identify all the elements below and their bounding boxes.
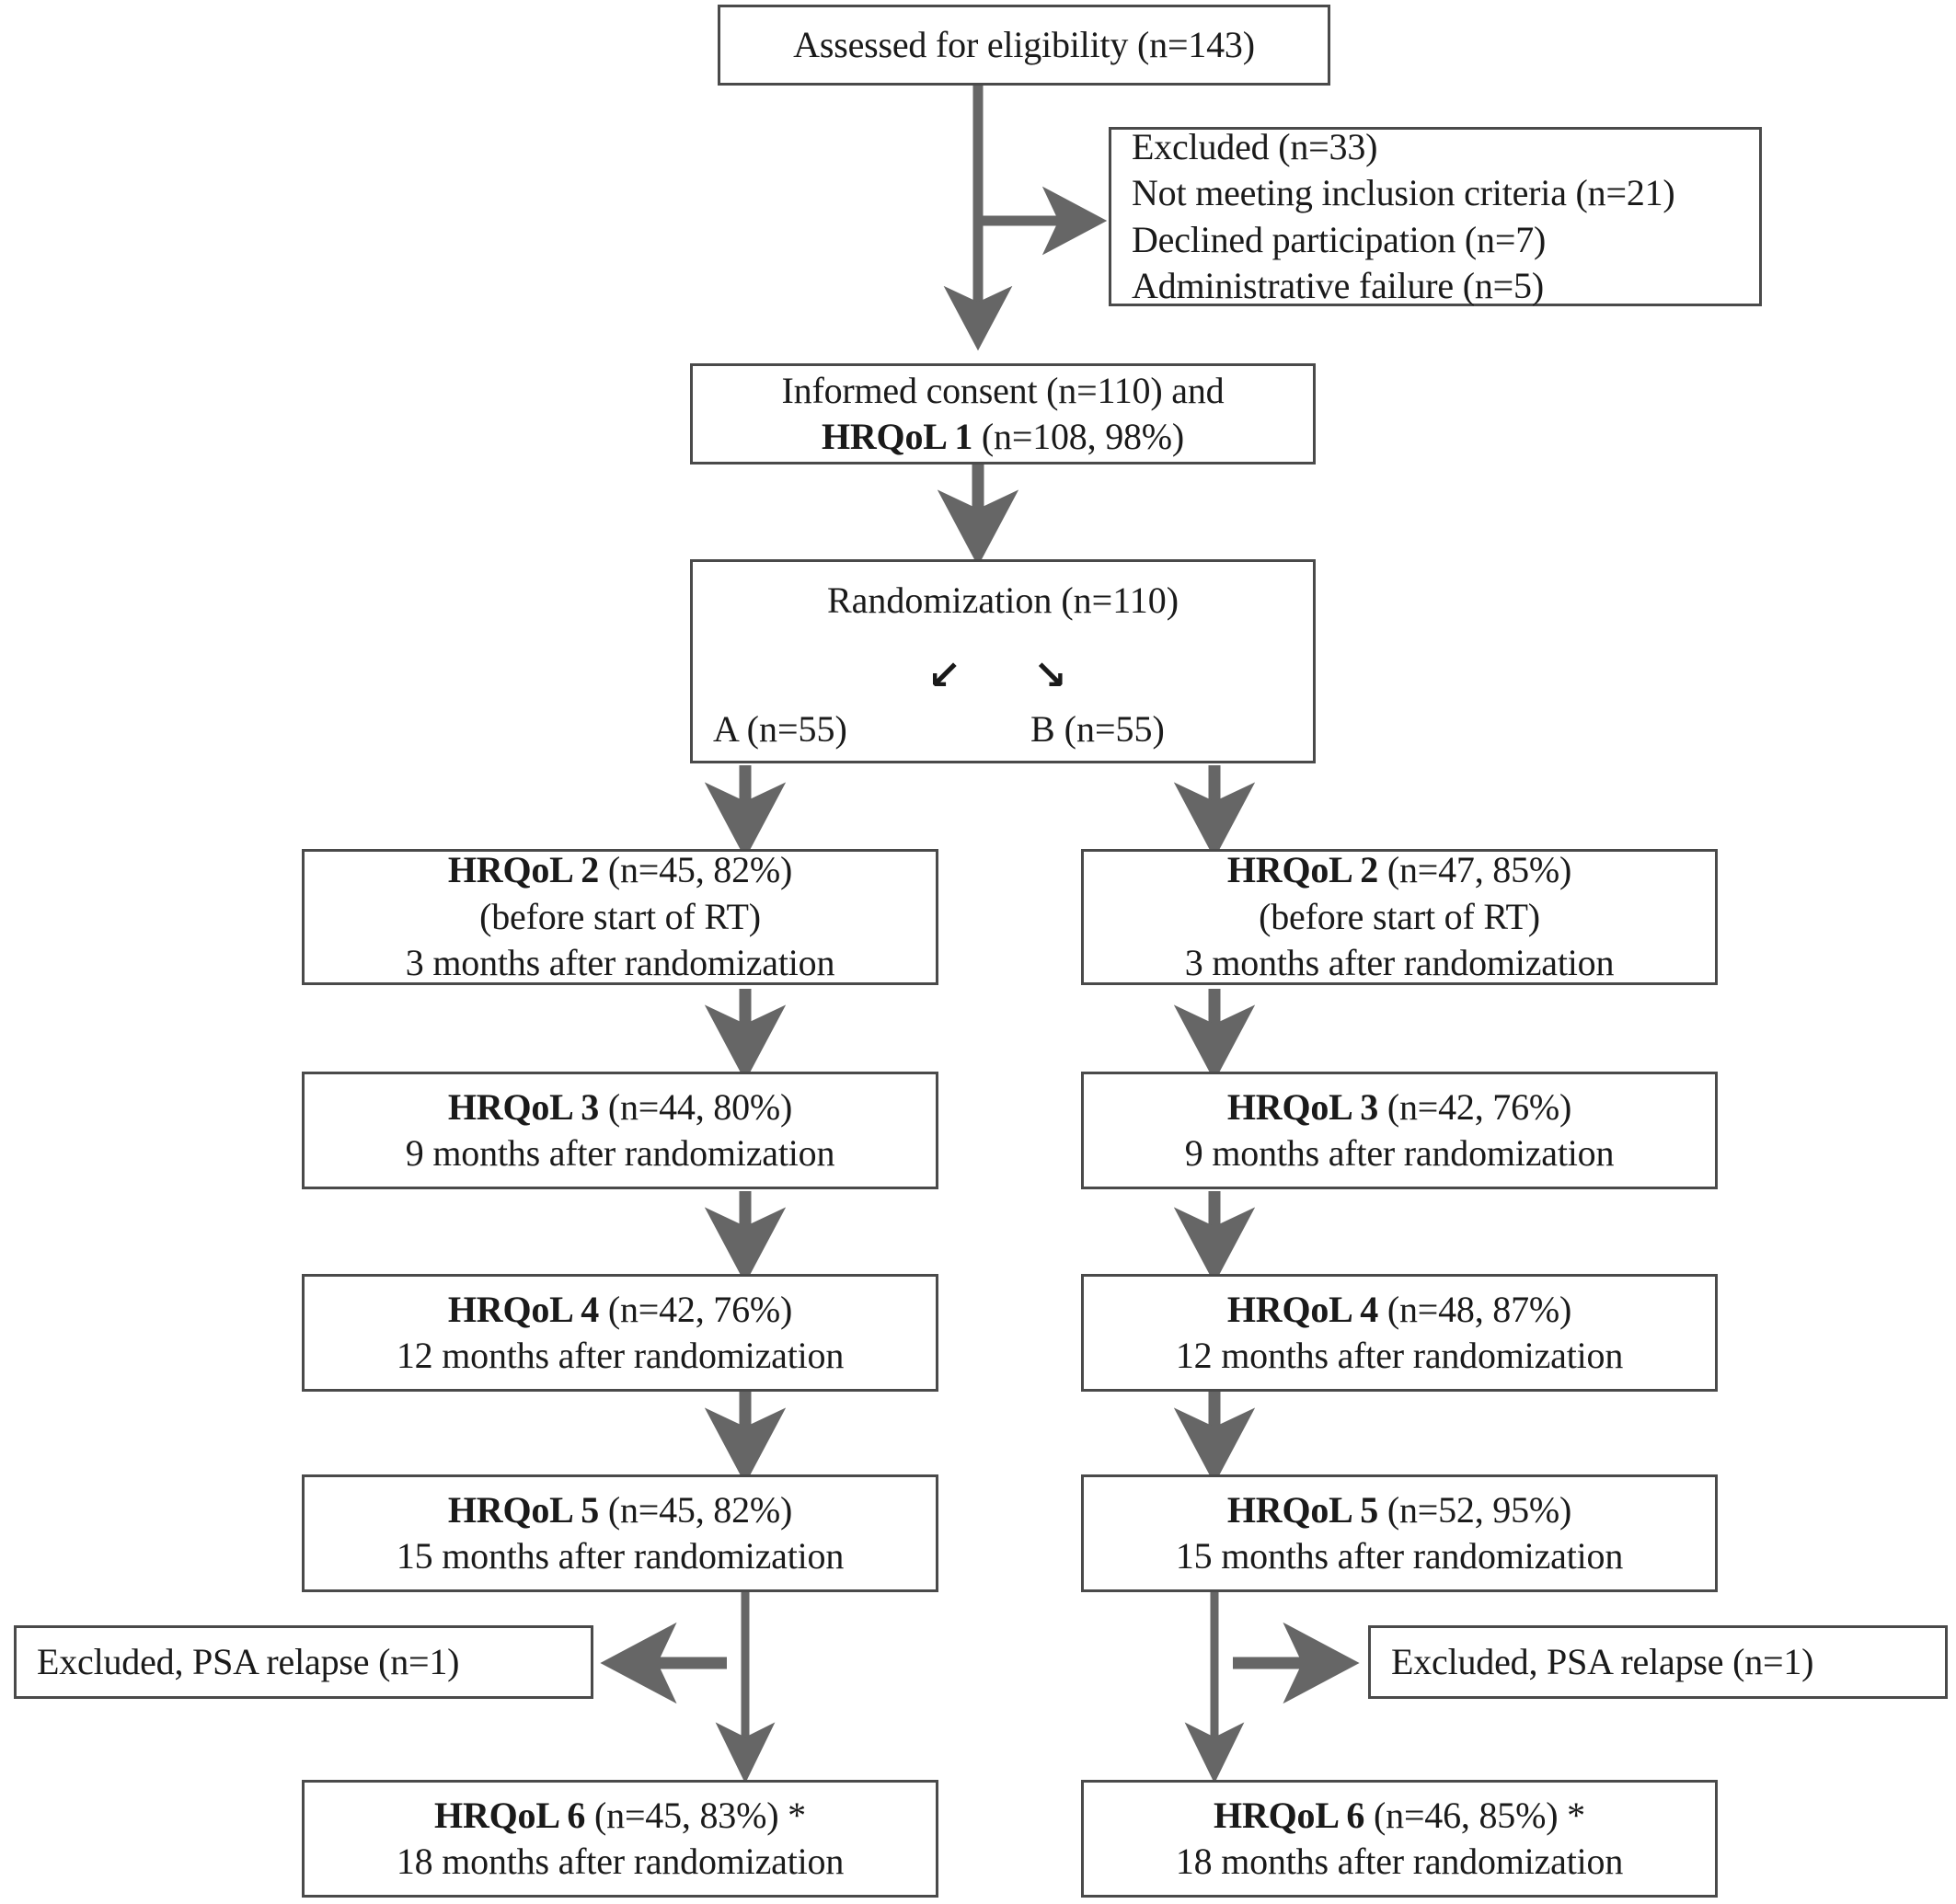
excluded-line-3: Declined participation (n=7): [1132, 218, 1547, 260]
arm-a-hrqol5-line-1: HRQoL 5 (n=45, 82%): [447, 1487, 793, 1533]
arm-b-hrqol5-label: HRQoL 5: [1226, 1488, 1379, 1531]
arm-b-hrqol2-label: HRQoL 2: [1226, 849, 1379, 891]
arm-a-hrqol6-line-1: HRQoL 6 (n=45, 83%) *: [434, 1793, 806, 1839]
box-randomization: Randomization (n=110) ↙ ↘ A (n=55) B (n=…: [690, 559, 1316, 763]
arm-a-hrqol6-counts: (n=45, 83%) *: [585, 1794, 806, 1836]
consent-hrqol-label: HRQoL 1: [821, 416, 973, 457]
arm-a-hrqol5-timepoint: 15 months after randomization: [396, 1535, 845, 1577]
arrow-down-right-icon: ↘: [1033, 652, 1067, 699]
arm-b-hrqol2-line-1: HRQoL 2 (n=47, 85%): [1226, 847, 1572, 893]
arm-a-hrqol2-timepoint: 3 months after randomization: [405, 942, 835, 984]
consent-line-2: HRQoL 1 (n=108, 98%): [822, 414, 1184, 460]
randomization-arm-a-label: A (n=55): [713, 708, 847, 750]
excluded-line-2: Not meeting inclusion criteria (n=21): [1132, 172, 1675, 214]
arrow-down-left-icon: ↙: [927, 652, 961, 699]
consent-hrqol-counts: (n=108, 98%): [972, 416, 1185, 457]
box-arm-a-psa-relapse: Excluded, PSA relapse (n=1): [14, 1625, 593, 1699]
arm-b-hrqol2-note: (before start of RT): [1259, 895, 1540, 937]
excluded-line-4: Administrative failure (n=5): [1132, 264, 1544, 306]
arm-a-hrqol3-timepoint: 9 months after randomization: [405, 1132, 835, 1174]
arm-b-hrqol6-label: HRQoL 6: [1214, 1794, 1365, 1836]
arm-b-hrqol5-line-1: HRQoL 5 (n=52, 95%): [1226, 1487, 1572, 1533]
arm-b-hrqol3-label: HRQoL 3: [1226, 1085, 1379, 1128]
box-arm-b-hrqol-2: HRQoL 2 (n=47, 85%) (before start of RT)…: [1081, 849, 1718, 985]
box-arm-a-hrqol-4: HRQoL 4 (n=42, 76%) 12 months after rand…: [302, 1274, 938, 1392]
eligibility-text: Assessed for eligibility (n=143): [793, 23, 1255, 65]
arm-a-hrqol2-label: HRQoL 2: [447, 849, 600, 891]
box-informed-consent: Informed consent (n=110) and HRQoL 1 (n=…: [690, 363, 1316, 465]
arm-a-hrqol4-timepoint: 12 months after randomization: [396, 1335, 845, 1376]
box-arm-a-hrqol-6: HRQoL 6 (n=45, 83%) * 18 months after ra…: [302, 1780, 938, 1898]
arm-a-hrqol3-counts: (n=44, 80%): [599, 1085, 793, 1128]
arm-b-psa-relapse-text: Excluded, PSA relapse (n=1): [1391, 1640, 1814, 1682]
arm-a-hrqol6-timepoint: 18 months after randomization: [396, 1841, 845, 1882]
arm-b-hrqol2-timepoint: 3 months after randomization: [1184, 942, 1615, 984]
arm-a-hrqol5-label: HRQoL 5: [447, 1488, 600, 1531]
arm-b-hrqol4-line-1: HRQoL 4 (n=48, 87%): [1226, 1287, 1572, 1333]
randomization-arm-b-label: B (n=55): [1030, 708, 1165, 750]
box-arm-a-hrqol-5: HRQoL 5 (n=45, 82%) 15 months after rand…: [302, 1474, 938, 1592]
excluded-line-1: Excluded (n=33): [1132, 125, 1378, 167]
arm-b-hrqol4-timepoint: 12 months after randomization: [1175, 1335, 1624, 1376]
arm-b-hrqol6-counts: (n=46, 85%) *: [1364, 1794, 1585, 1836]
arm-b-hrqol3-timepoint: 9 months after randomization: [1184, 1132, 1615, 1174]
arm-a-hrqol2-note: (before start of RT): [479, 895, 761, 937]
randomization-title: Randomization (n=110): [826, 579, 1179, 621]
arm-a-hrqol2-line-1: HRQoL 2 (n=45, 82%): [447, 847, 793, 893]
arm-a-hrqol4-line-1: HRQoL 4 (n=42, 76%): [447, 1287, 793, 1333]
box-arm-b-psa-relapse: Excluded, PSA relapse (n=1): [1368, 1625, 1948, 1699]
arm-b-hrqol4-label: HRQoL 4: [1226, 1288, 1379, 1330]
arm-b-hrqol6-timepoint: 18 months after randomization: [1175, 1841, 1624, 1882]
arm-b-hrqol5-timepoint: 15 months after randomization: [1175, 1535, 1624, 1577]
arm-b-hrqol3-counts: (n=42, 76%): [1378, 1085, 1572, 1128]
arm-b-hrqol5-counts: (n=52, 95%): [1378, 1488, 1572, 1531]
arm-b-hrqol4-counts: (n=48, 87%): [1378, 1288, 1572, 1330]
arm-a-hrqol4-label: HRQoL 4: [447, 1288, 600, 1330]
box-arm-b-hrqol-5: HRQoL 5 (n=52, 95%) 15 months after rand…: [1081, 1474, 1718, 1592]
arm-a-psa-relapse-text: Excluded, PSA relapse (n=1): [37, 1640, 460, 1682]
box-excluded: Excluded (n=33) Not meeting inclusion cr…: [1109, 125, 1762, 306]
box-arm-b-hrqol-6: HRQoL 6 (n=46, 85%) * 18 months after ra…: [1081, 1780, 1718, 1898]
arm-a-hrqol2-counts: (n=45, 82%): [599, 849, 793, 891]
box-assessed-for-eligibility: Assessed for eligibility (n=143): [718, 5, 1330, 86]
box-arm-b-hrqol-3: HRQoL 3 (n=42, 76%) 9 months after rando…: [1081, 1072, 1718, 1189]
box-arm-a-hrqol-3: HRQoL 3 (n=44, 80%) 9 months after rando…: [302, 1072, 938, 1189]
consent-line-1: Informed consent (n=110) and: [781, 369, 1225, 411]
arm-a-hrqol3-label: HRQoL 3: [447, 1085, 600, 1128]
arm-a-hrqol4-counts: (n=42, 76%): [599, 1288, 793, 1330]
arm-b-hrqol6-line-1: HRQoL 6 (n=46, 85%) *: [1214, 1793, 1585, 1839]
box-arm-a-hrqol-2: HRQoL 2 (n=45, 82%) (before start of RT)…: [302, 849, 938, 985]
arm-a-hrqol6-label: HRQoL 6: [434, 1794, 586, 1836]
arm-a-hrqol3-line-1: HRQoL 3 (n=44, 80%): [447, 1084, 793, 1130]
arm-a-hrqol5-counts: (n=45, 82%): [599, 1488, 793, 1531]
box-arm-b-hrqol-4: HRQoL 4 (n=48, 87%) 12 months after rand…: [1081, 1274, 1718, 1392]
arm-b-hrqol3-line-1: HRQoL 3 (n=42, 76%): [1226, 1084, 1572, 1130]
arm-b-hrqol2-counts: (n=47, 85%): [1378, 849, 1572, 891]
